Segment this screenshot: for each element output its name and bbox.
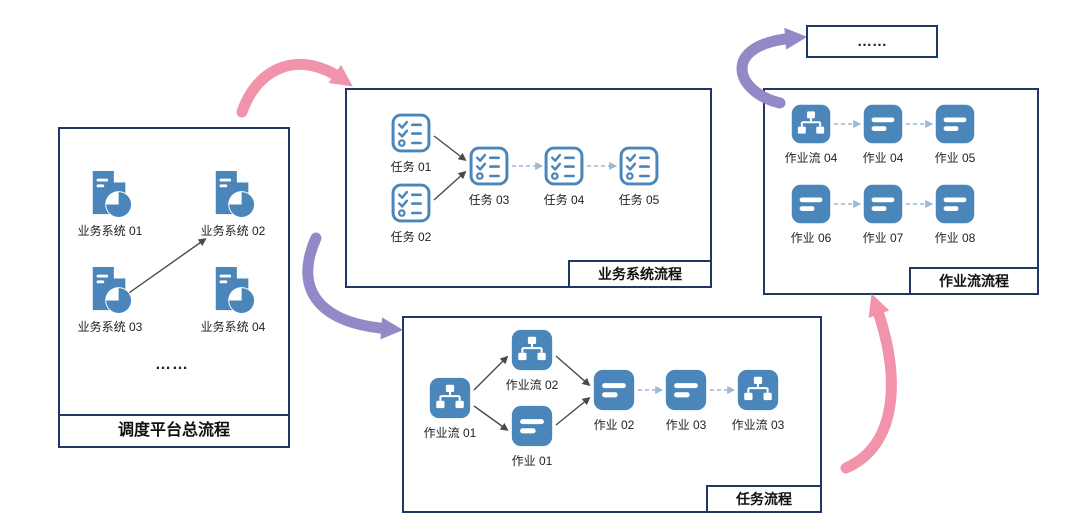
business-system-01-node: 业务系统 01 xyxy=(65,170,155,239)
job-07-node: 作业 07 xyxy=(846,183,920,246)
jobflow-04-node: 作业流 04 xyxy=(774,103,848,166)
sitemap-icon xyxy=(736,368,780,412)
list-bars-icon xyxy=(790,183,832,225)
node-label: 任务 02 xyxy=(390,230,432,244)
document-pie-icon xyxy=(210,170,256,218)
node-label: 作业 02 xyxy=(593,418,635,432)
checklist-icon xyxy=(618,145,660,187)
node-label: 作业 03 xyxy=(665,418,707,432)
checklist-icon xyxy=(468,145,510,187)
checklist-icon xyxy=(543,145,585,187)
platform-flow-title: 调度平台总流程 xyxy=(58,414,290,448)
list-bars-icon xyxy=(510,404,554,448)
sitemap-icon xyxy=(428,376,472,420)
job-08-node: 作业 08 xyxy=(918,183,992,246)
node-label: 作业流 03 xyxy=(731,418,785,432)
node-label: 任务 01 xyxy=(390,160,432,174)
business-system-03-node: 业务系统 03 xyxy=(65,266,155,335)
sitemap-icon xyxy=(510,328,554,372)
node-label: 作业 06 xyxy=(790,231,832,245)
node-label: 任务 04 xyxy=(543,193,585,207)
task-flow-box: 任务流程 xyxy=(402,316,822,513)
node-label: 任务 05 xyxy=(618,193,660,207)
list-bars-icon xyxy=(862,183,904,225)
node-label: 业务系统 01 xyxy=(77,224,143,238)
node-label: 作业 07 xyxy=(862,231,904,245)
job-01-node: 作业 01 xyxy=(495,404,569,469)
jobflow-02-node: 作业流 02 xyxy=(495,328,569,393)
job-06-node: 作业 06 xyxy=(774,183,848,246)
task-04-node: 任务 04 xyxy=(527,145,601,208)
platform-ellipsis: …… xyxy=(155,356,189,373)
sitemap-icon xyxy=(790,103,832,145)
jobflow-03-node: 作业流 03 xyxy=(721,368,795,433)
flow-arrow-task-to-jobflow xyxy=(840,293,897,474)
business-flow-title: 业务系统流程 xyxy=(568,260,712,288)
job-02-node: 作业 02 xyxy=(577,368,651,433)
task-05-node: 任务 05 xyxy=(602,145,676,208)
task-03-node: 任务 03 xyxy=(452,145,526,208)
document-pie-icon xyxy=(87,266,133,314)
job-05-node: 作业 05 xyxy=(918,103,992,166)
jobflow-01-node: 作业流 01 xyxy=(413,376,487,441)
jobflow-flow-title: 作业流流程 xyxy=(909,267,1039,295)
task-02-node: 任务 02 xyxy=(374,182,448,245)
node-label: 作业 08 xyxy=(934,231,976,245)
list-bars-icon xyxy=(592,368,636,412)
business-flow-box: 业务系统流程 xyxy=(345,88,712,288)
job-04-node: 作业 04 xyxy=(846,103,920,166)
list-bars-icon xyxy=(934,183,976,225)
node-label: 作业流 01 xyxy=(423,426,477,440)
node-label: 作业 04 xyxy=(862,151,904,165)
job-03-node: 作业 03 xyxy=(649,368,723,433)
business-system-04-node: 业务系统 04 xyxy=(188,266,278,335)
task-01-node: 任务 01 xyxy=(374,112,448,175)
node-label: 业务系统 03 xyxy=(77,320,143,334)
document-pie-icon xyxy=(87,170,133,218)
node-label: 业务系统 04 xyxy=(200,320,266,334)
node-label: 作业流 04 xyxy=(784,151,838,165)
business-system-02-node: 业务系统 02 xyxy=(188,170,278,239)
flow-arrow-platform-to-business xyxy=(236,59,353,118)
node-label: 任务 03 xyxy=(468,193,510,207)
node-label: 作业 01 xyxy=(511,454,553,468)
task-flow-title: 任务流程 xyxy=(706,485,822,513)
document-pie-icon xyxy=(210,266,256,314)
checklist-icon xyxy=(390,182,432,224)
checklist-icon xyxy=(390,112,432,154)
node-label: 作业流 02 xyxy=(505,378,559,392)
list-bars-icon xyxy=(664,368,708,412)
node-label: 作业 05 xyxy=(934,151,976,165)
more-box: …… xyxy=(806,25,938,58)
node-label: 业务系统 02 xyxy=(200,224,266,238)
list-bars-icon xyxy=(862,103,904,145)
list-bars-icon xyxy=(934,103,976,145)
